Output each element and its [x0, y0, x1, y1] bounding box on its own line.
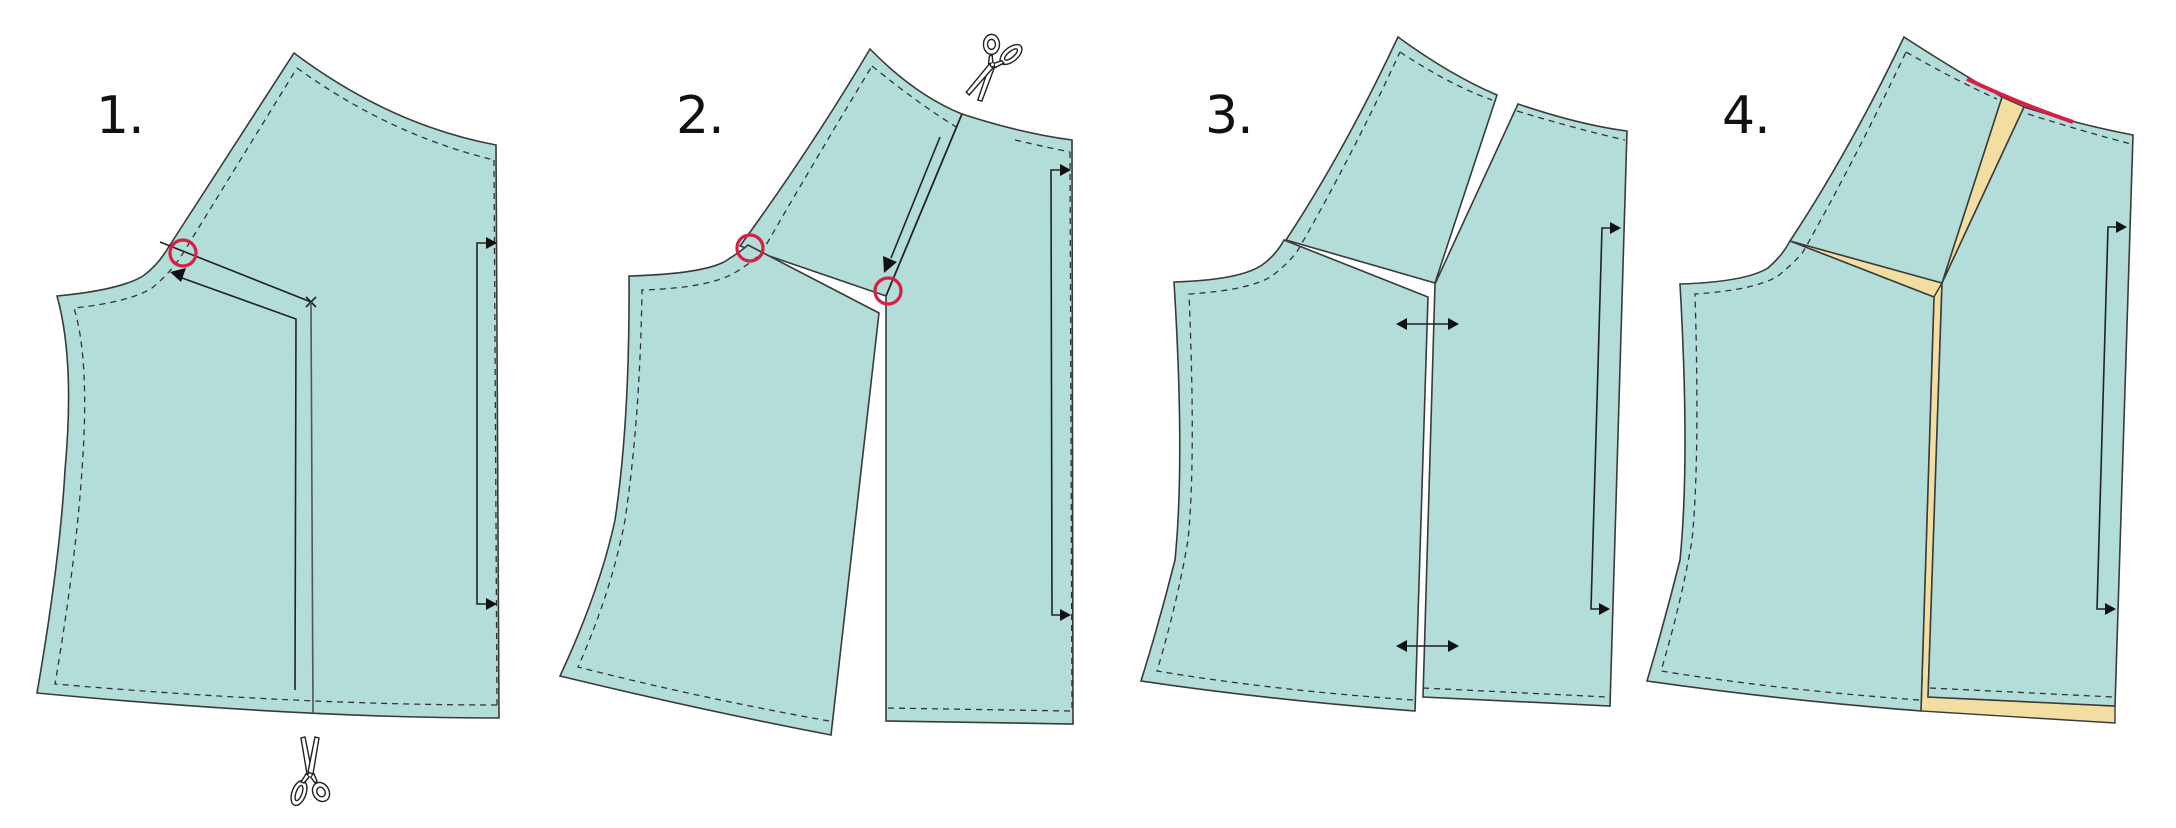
grainline-arrowhead-top-icon [1610, 222, 1621, 234]
grainline-arrowhead-top-icon [2116, 221, 2127, 233]
upper-shoulder-section [1284, 35, 1498, 284]
spread-arrow-bottom-right-icon [1448, 640, 1459, 652]
left-section [1645, 239, 1935, 712]
seam-allowance [1660, 51, 2132, 701]
right-section [885, 113, 1074, 725]
grainline [2096, 226, 2118, 610]
seam-allowance [1156, 51, 1626, 701]
step-1-label: 1. [96, 86, 145, 146]
pivot-circle-marker-armhole [735, 233, 765, 263]
direction-arrow-line [890, 136, 941, 259]
right-section [1422, 103, 1628, 707]
arrow-head-icon [883, 256, 897, 273]
grainline-arrowhead-bottom-icon [2105, 603, 2116, 615]
grainline-arrowhead-bottom-icon [486, 598, 497, 610]
upper-shoulder-section [738, 47, 964, 297]
grainline-arrowhead-top-icon [1060, 164, 1071, 176]
grainline-arrowhead-bottom-icon [1599, 603, 1610, 615]
seam-allowance [54, 67, 498, 706]
pivot-circle-marker-cut [873, 276, 903, 306]
grainline [476, 242, 488, 605]
spread-arrow-bottom-left-icon [1396, 640, 1407, 652]
slash-cut-line [885, 113, 963, 297]
step-4-label: 4. [1722, 86, 1771, 146]
left-section [558, 244, 880, 736]
spread-arrow-top-right-icon [1448, 318, 1459, 330]
step-3-pattern [1139, 35, 1628, 712]
shoulder-length-marker [1966, 77, 2074, 124]
arrow-head-icon [170, 268, 186, 282]
slash-line [159, 241, 312, 303]
scissors-icon [952, 24, 1029, 110]
grainline-arrowhead-top-icon [486, 237, 497, 249]
cut-line [310, 301, 314, 714]
upper-shoulder-section [1788, 35, 2003, 284]
left-section [1139, 238, 1429, 712]
step-1-pattern [36, 51, 500, 809]
step-2-pattern [558, 24, 1074, 736]
scissors-icon [287, 736, 334, 809]
pivot-circle-marker [168, 238, 198, 268]
grainline-arrowhead-bottom-icon [1060, 609, 1071, 621]
step-2-label: 2. [676, 86, 725, 146]
seam-allowance [577, 65, 1073, 722]
grainline [1590, 227, 1612, 610]
bodice-piece [36, 51, 500, 719]
spread-arrow-top-left-icon [1396, 318, 1407, 330]
grainline [1050, 169, 1062, 616]
step-3-label: 3. [1205, 86, 1254, 146]
step-4-pattern [1645, 35, 2134, 724]
direction-arrow-line [181, 277, 297, 691]
